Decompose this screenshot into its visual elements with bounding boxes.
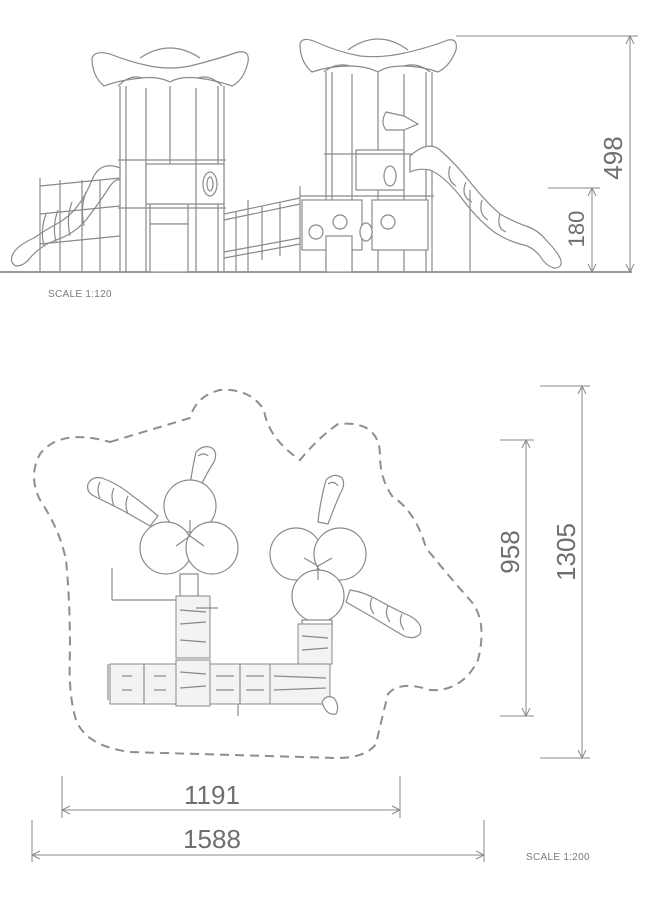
elevation-view: 498 180 SCALE 1:120 (0, 34, 638, 300)
bridge (223, 186, 301, 272)
dimension-total-height: 498 (598, 136, 628, 179)
plan-vertical-dimensions: 958 1305 (495, 384, 590, 760)
dimension-outer-width: 1588 (183, 824, 241, 854)
plan-horizontal-dimensions: 1191 1588 (30, 776, 486, 862)
elevation-dimensions: 498 180 (456, 34, 638, 274)
dimension-outer-depth: 1305 (551, 523, 581, 581)
right-tower (299, 38, 562, 273)
left-tower-plan (87, 446, 239, 597)
deck-modules (107, 568, 339, 716)
plan-scale-label: SCALE 1:200 (526, 852, 590, 863)
safety-zone-outline (33, 388, 483, 760)
dimension-inner-width: 1191 (184, 780, 240, 810)
plan-view: 958 1305 1191 1588 SCALE 1:200 (30, 384, 590, 863)
left-tower (10, 47, 249, 273)
dimension-inner-depth: 958 (495, 530, 525, 573)
right-tower-plan (269, 474, 422, 641)
dimension-platform-height: 180 (564, 211, 589, 248)
elevation-scale-label: SCALE 1:120 (48, 289, 112, 300)
